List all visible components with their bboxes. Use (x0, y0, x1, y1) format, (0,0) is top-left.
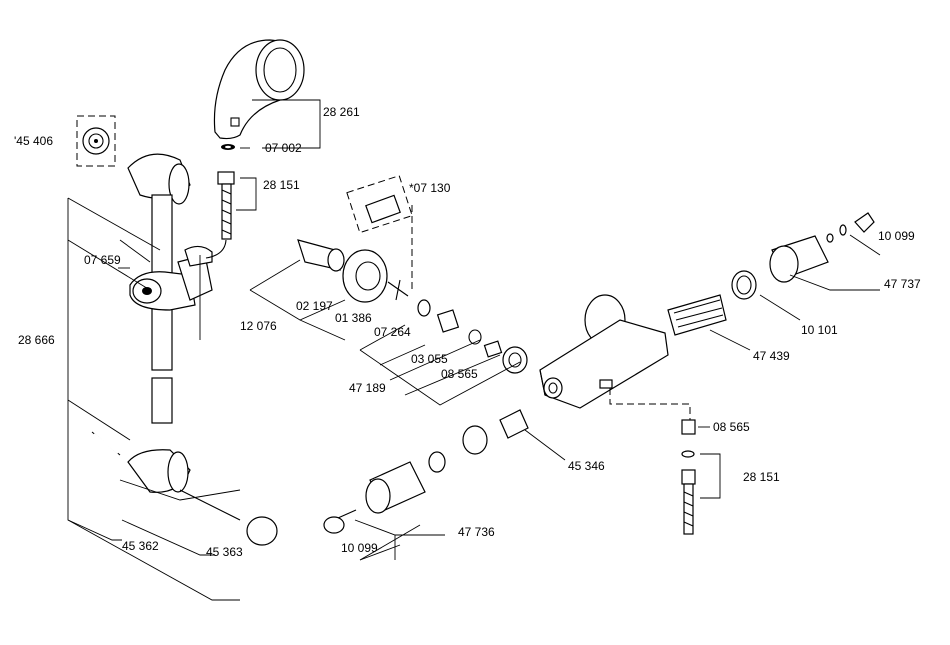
outlet-hose-part (682, 420, 720, 534)
label-28151-top: 28 151 (263, 178, 300, 192)
label-02197: 02 197 (296, 299, 333, 313)
label-47736: 47 736 (458, 525, 495, 539)
label-47189: 47 189 (349, 381, 386, 395)
mixer-body-part (540, 295, 690, 420)
hand-shower-part (214, 40, 304, 150)
label-08565-a: 08 565 (441, 367, 478, 381)
label-07002: 07 002 (265, 141, 302, 155)
shower-hose-part (206, 172, 234, 258)
label-07130: *07 130 (409, 181, 451, 195)
label-28666: 28 666 (18, 333, 55, 347)
label-45346: 45 346 (568, 459, 605, 473)
label-08565-b: 08 565 (713, 420, 750, 434)
label-10099-a: 10 099 (878, 229, 915, 243)
label-10099-b: 10 099 (341, 541, 378, 555)
label-45363: 45 363 (206, 545, 243, 559)
label-47737: 47 737 (884, 277, 921, 291)
label-45406: '45 406 (14, 134, 53, 148)
label-07659: 07 659 (84, 253, 121, 267)
wall-bracket-top-part (77, 116, 115, 166)
label-03055: 03 055 (411, 352, 448, 366)
lower-cartridge-part (324, 410, 528, 533)
shower-rail-part (92, 154, 277, 545)
label-07264: 07 264 (374, 325, 411, 339)
label-28261: 28 261 (323, 105, 360, 119)
thermostat-cartridge-part (668, 213, 874, 335)
label-12076: 12 076 (240, 319, 277, 333)
label-28151-bottom: 28 151 (743, 470, 780, 484)
label-10101: 10 101 (801, 323, 838, 337)
label-01386: 01 386 (335, 311, 372, 325)
label-47439: 47 439 (753, 349, 790, 363)
label-45362: 45 362 (122, 539, 159, 553)
